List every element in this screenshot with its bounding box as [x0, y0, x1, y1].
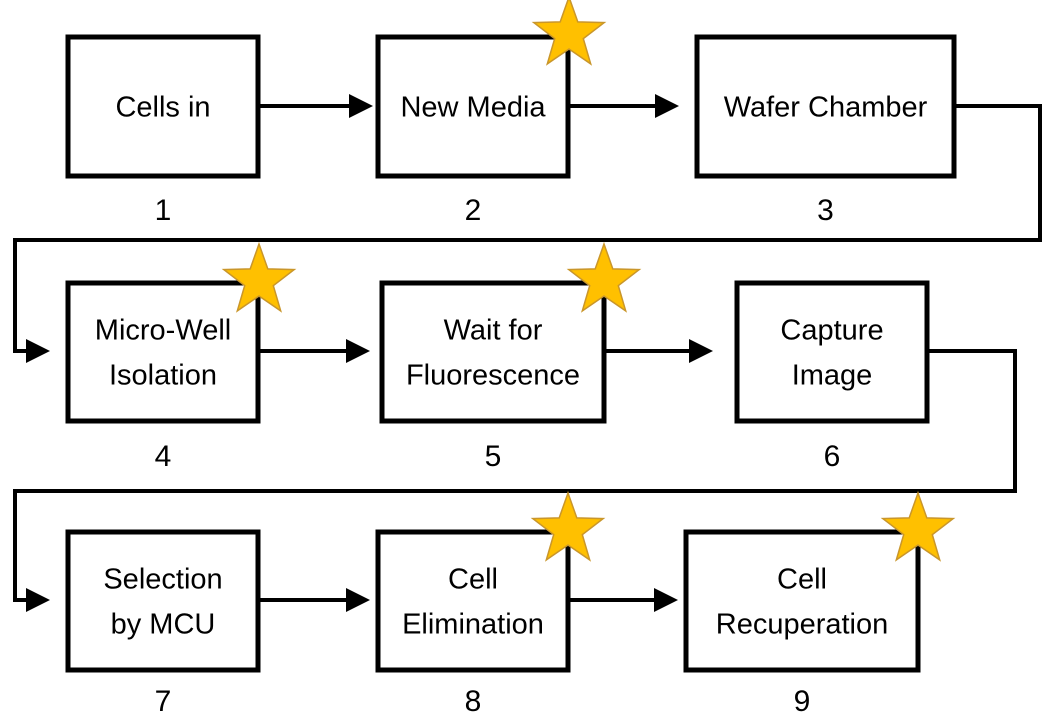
step-6-box — [734, 280, 930, 424]
step-9-number: 9 — [794, 685, 811, 718]
step-4-box — [65, 280, 261, 424]
step-2-number: 2 — [465, 194, 482, 227]
step-5-box — [379, 280, 607, 424]
connector-3-to-4 — [13, 104, 1042, 363]
step-2-label-line-1: New Media — [400, 92, 546, 124]
step-4-label-line-1: Micro-Well — [95, 315, 231, 347]
step-5-label-line-1: Wait for — [444, 315, 543, 347]
step-9-label-line-2: Recuperation — [716, 609, 889, 641]
step-8-number: 8 — [465, 685, 482, 718]
step-6-number: 6 — [824, 440, 841, 473]
step-2: New Media 2 — [375, 0, 607, 227]
step-8-label-line-1: Cell — [448, 564, 498, 596]
step-7-label-line-1: Selection — [103, 564, 222, 596]
step-2-star-icon — [531, 0, 607, 66]
step-7-label-line-2: by MCU — [111, 609, 216, 641]
step-1-number: 1 — [155, 194, 172, 227]
step-5-number: 5 — [485, 440, 502, 473]
connector-6-to-7 — [13, 349, 1017, 612]
step-8-box — [375, 529, 571, 673]
step-4-star-icon — [221, 241, 297, 313]
step-5-label-line-2: Fluorescence — [406, 360, 580, 392]
step-6-label-line-2: Image — [792, 360, 873, 392]
step-9-box — [683, 529, 921, 673]
step-9-star-icon — [880, 490, 956, 562]
step-7-number: 7 — [155, 685, 172, 718]
step-1: Cells in 1 — [65, 34, 261, 227]
step-8-label-line-2: Elimination — [402, 609, 544, 641]
step-4-number: 4 — [155, 440, 172, 473]
step-6-label-line-1: Capture — [780, 315, 883, 347]
step-7: Selection by MCU 7 — [65, 529, 261, 718]
step-3-number: 3 — [817, 194, 834, 227]
step-5-star-icon — [566, 241, 642, 313]
step-4-label-line-2: Isolation — [109, 360, 217, 392]
step-8-star-icon — [530, 490, 606, 562]
step-9-label-line-1: Cell — [777, 564, 827, 596]
step-3-box — [694, 34, 957, 179]
step-1-label-line-1: Cells in — [115, 92, 210, 124]
step-3-label-line-1: Wafer Chamber — [724, 92, 928, 124]
step-1-box — [65, 34, 261, 179]
step-2-box — [375, 34, 571, 179]
step-7-box — [65, 529, 261, 673]
step-3: Wafer Chamber 3 — [694, 34, 957, 227]
